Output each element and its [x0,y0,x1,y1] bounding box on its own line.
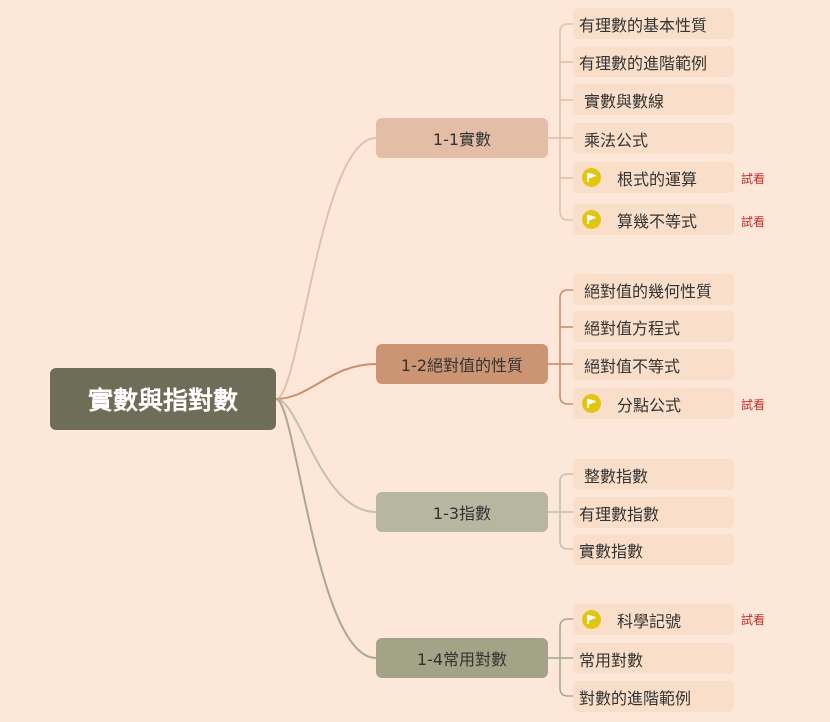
leaf-label: 有理數的基本性質 [579,15,708,35]
branch-1-2[interactable]: 1-2絕對值的性質 [376,344,548,384]
trial-link[interactable]: 試看 [741,215,766,229]
branch-1-3[interactable]: 1-3指數 [376,492,548,532]
connector-root-branch-2 [275,363,377,400]
leaf-item[interactable]: 絕對值方程式 [573,311,734,342]
leaf-label: 分點公式 [617,395,682,415]
leaf-label: 乘法公式 [584,130,649,150]
root-topic[interactable]: 實數與指對數 [50,368,276,430]
flag-icon [582,394,601,413]
leaf-item[interactable]: 對數的進階範例 [573,681,734,712]
leaf-item[interactable]: 整數指數 [573,459,734,490]
leaf-item[interactable]: 有理數的進階範例 [573,46,734,77]
leaf-label: 常用對數 [579,650,644,670]
leaf-label: 整數指數 [584,466,649,486]
leaf-label: 算幾不等式 [617,211,698,231]
connectors-branch-3 [548,473,573,550]
leaf-item[interactable]: 有理數的基本性質 [573,8,734,39]
leaf-item[interactable]: 實數與數線 [573,84,734,115]
connector-root-branch-4 [275,398,377,659]
flag-icon [582,168,601,187]
leaf-item[interactable]: 實數指數 [573,534,734,565]
leaf-label: 實數與數線 [584,91,665,111]
leaf-item[interactable]: 分點公式 [573,388,734,419]
leaf-label: 實數指數 [579,541,644,561]
flag-icon [582,610,601,629]
leaf-label: 有理數的進階範例 [579,53,708,73]
connector-root-branch-3 [275,398,377,513]
connectors-branch-4 [548,618,573,697]
leaf-item[interactable]: 有理數指數 [573,497,734,528]
leaf-item[interactable]: 根式的運算 [573,162,734,193]
leaf-item[interactable]: 絕對值的幾何性質 [573,274,734,305]
leaf-label: 絕對值的幾何性質 [584,281,713,301]
leaf-item[interactable]: 科學記號 [573,604,734,635]
leaf-item[interactable]: 算幾不等式 [573,204,734,235]
connectors-branch-2 [548,289,573,405]
connectors-branch-1 [548,23,573,221]
leaf-item[interactable]: 乘法公式 [573,123,734,154]
leaf-label: 科學記號 [617,611,682,631]
branch-1-4[interactable]: 1-4常用對數 [376,638,548,678]
trial-link[interactable]: 試看 [741,172,766,186]
trial-link[interactable]: 試看 [741,398,766,412]
leaf-label: 絕對值方程式 [584,318,681,338]
leaf-item[interactable]: 常用對數 [573,643,734,674]
connector-root-branch-1 [275,137,377,400]
leaf-label: 對數的進階範例 [579,688,692,708]
leaf-label: 絕對值不等式 [584,356,681,376]
branch-1-1[interactable]: 1-1實數 [376,118,548,158]
flag-icon [582,210,601,229]
leaf-item[interactable]: 絕對值不等式 [573,349,734,380]
trial-link[interactable]: 試看 [741,613,766,627]
leaf-label: 根式的運算 [617,169,698,189]
leaf-label: 有理數指數 [579,504,660,524]
